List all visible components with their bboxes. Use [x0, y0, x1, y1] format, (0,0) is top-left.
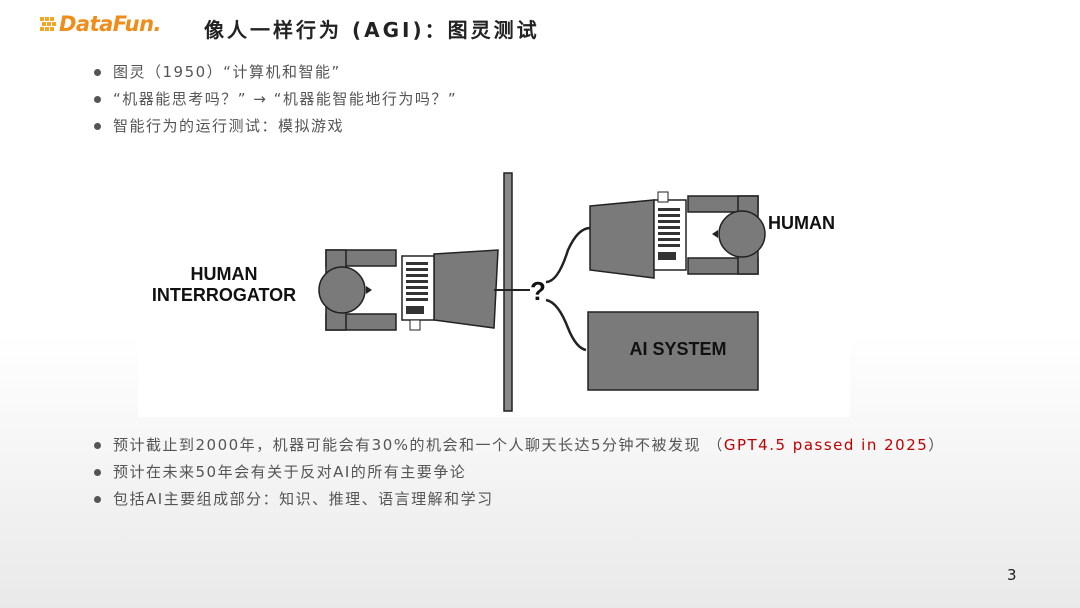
bullet-close-paren: ）: [928, 436, 945, 454]
turing-test-diagram: HUMAN INTERROGATOR ? HUMAN: [138, 170, 850, 417]
bullet-item: 预计在未来50年会有关于反对AI的所有主要争论: [93, 463, 945, 490]
gpt-highlight-text: GPT4.5 passed in 2025: [723, 436, 929, 454]
question-mark: ?: [530, 276, 546, 306]
bullet-item: 图灵（1950）“计算机和智能”: [93, 63, 457, 90]
bullet-item: 预计截止到2000年，机器可能会有30%的机会和一个人聊天长达5分钟不被发现 （…: [93, 436, 945, 463]
ai-system-label: AI SYSTEM: [629, 339, 726, 359]
human-label: HUMAN: [768, 213, 835, 233]
partition-wall: [503, 172, 513, 412]
slide-title: 像人一样行为 (AGI)：图灵测试: [204, 18, 540, 42]
bullet-item: 智能行为的运行测试：模拟游戏: [93, 117, 457, 144]
human-person-icon: [718, 210, 766, 258]
interrogator-terminal-icon: [401, 249, 499, 331]
top-bullet-list: 图灵（1950）“计算机和智能” “机器能思考吗？” → “机器能智能地行为吗？…: [93, 63, 457, 144]
datafun-logo: DataFun.: [40, 10, 162, 38]
bullet-item: 包括AI主要组成部分：知识、推理、语言理解和学习: [93, 490, 945, 517]
bullet-item: “机器能思考吗？” → “机器能智能地行为吗？”: [93, 90, 457, 117]
page-number: 3: [1007, 566, 1017, 584]
interrogator-label-line1: HUMAN: [191, 264, 258, 284]
interrogator-person-icon: [318, 266, 366, 314]
ai-system-box: [587, 311, 759, 391]
logo-dots-icon: [40, 15, 58, 33]
interrogator-label-line2: INTERROGATOR: [152, 285, 296, 305]
human-terminal-icon: [589, 191, 687, 279]
bullet-text: 预计截止到2000年，机器可能会有30%的机会和一个人聊天长达5分钟不被发现 （: [113, 436, 724, 454]
logo-text: DataFun.: [59, 12, 162, 36]
bottom-bullet-list: 预计截止到2000年，机器可能会有30%的机会和一个人聊天长达5分钟不被发现 （…: [93, 436, 945, 517]
